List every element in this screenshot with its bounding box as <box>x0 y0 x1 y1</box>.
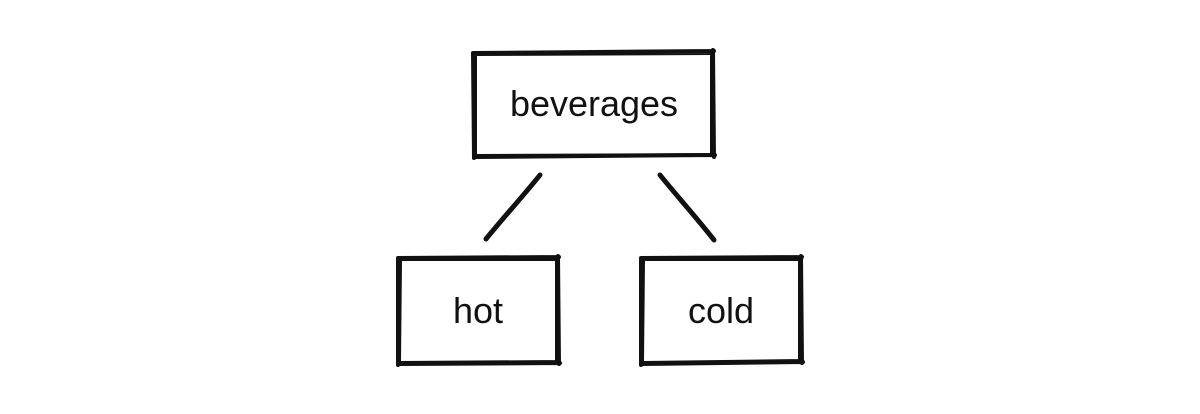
node-hot-label: hot <box>453 290 503 331</box>
edge-beverages-hot <box>483 172 543 242</box>
node-hot-box <box>396 254 562 367</box>
edge-beverages-cold <box>657 172 717 243</box>
node-beverages-label: beverages <box>510 83 678 124</box>
node-hot-box-sketch <box>399 258 558 363</box>
node-cold: cold <box>639 254 805 367</box>
node-cold-box <box>639 254 805 367</box>
node-beverages: beverages <box>471 48 717 160</box>
node-beverages-box <box>471 48 717 160</box>
node-beverages-box-sketch <box>475 52 713 157</box>
node-cold-label: cold <box>688 290 754 331</box>
node-hot: hot <box>396 254 562 367</box>
node-cold-box-sketch <box>642 258 801 363</box>
